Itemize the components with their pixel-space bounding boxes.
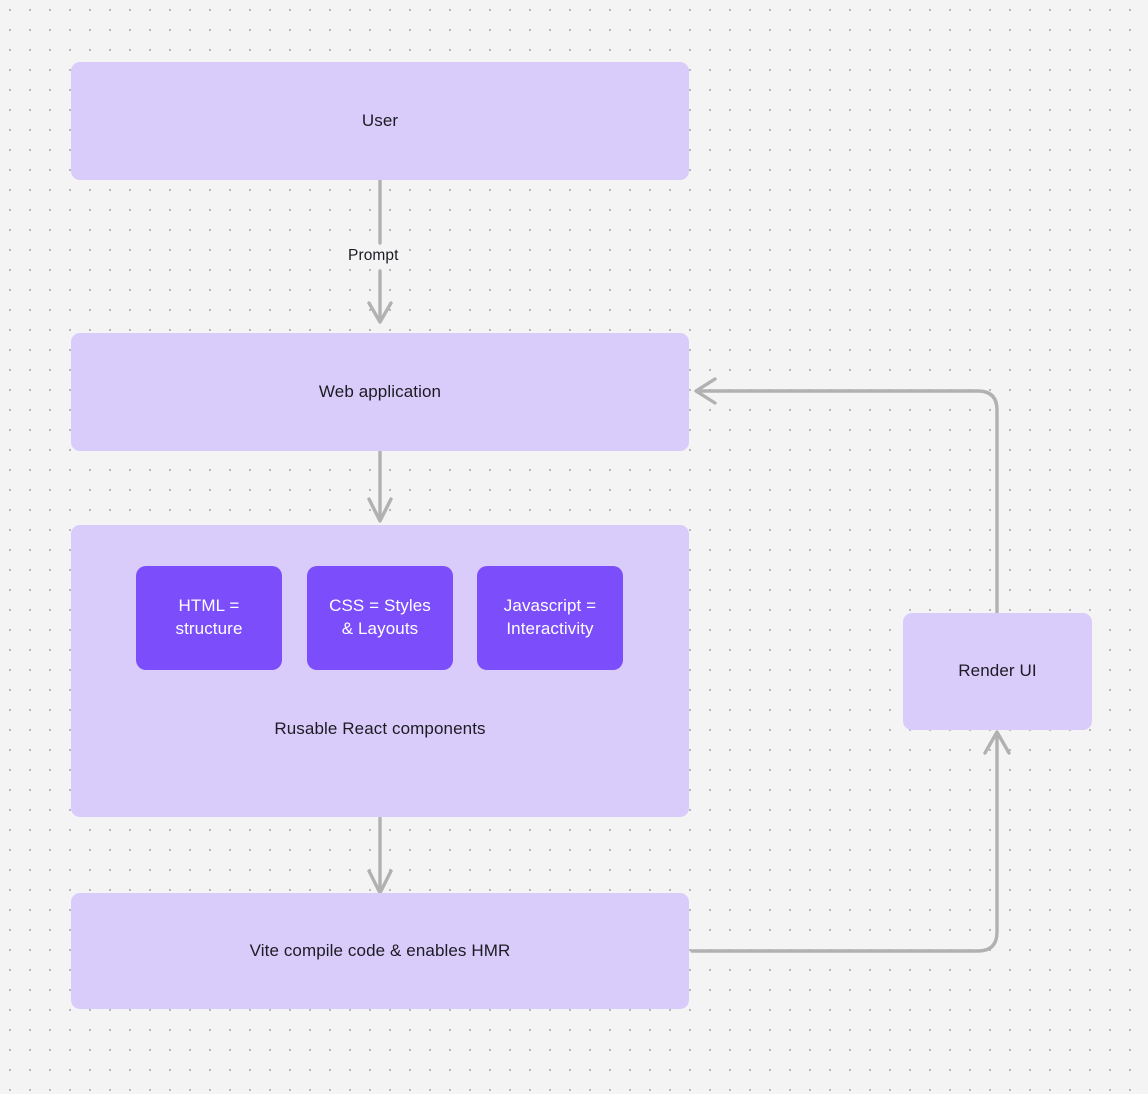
node-vite[interactable]: Vite compile code & enables HMR [71, 893, 689, 1009]
node-javascript-label-line2: Interactivity [506, 619, 594, 638]
node-components-caption-text: Rusable React components [274, 719, 486, 738]
node-web-application[interactable]: Web application [71, 333, 689, 451]
node-javascript[interactable]: Javascript = Interactivity [477, 566, 623, 670]
node-html-label-line1: HTML = [178, 596, 240, 616]
node-css-label-line2: & Layouts [341, 619, 419, 638]
edge-label-prompt: Prompt [343, 246, 404, 266]
edge-label-prompt-text: Prompt [348, 247, 399, 264]
edge-web-application-to-components [367, 449, 393, 523]
edge-render-ui-to-web-application [694, 377, 999, 614]
node-html-label-line2: structure [175, 619, 243, 638]
node-css[interactable]: CSS = Styles & Layouts [307, 566, 453, 670]
node-components-caption: Rusable React components [71, 719, 689, 739]
node-render-ui[interactable]: Render UI [903, 613, 1092, 730]
node-web-application-label: Web application [318, 381, 442, 401]
node-css-label-line1: CSS = Styles [329, 596, 431, 616]
node-render-ui-label: Render UI [958, 661, 1037, 681]
node-user[interactable]: User [71, 62, 689, 180]
node-javascript-label-line1: Javascript = [503, 596, 597, 616]
node-vite-label: Vite compile code & enables HMR [249, 940, 511, 960]
node-user-label: User [361, 110, 399, 130]
edge-vite-to-render-ui [690, 730, 1011, 953]
edge-components-to-vite [367, 816, 393, 895]
node-html[interactable]: HTML = structure [136, 566, 282, 670]
